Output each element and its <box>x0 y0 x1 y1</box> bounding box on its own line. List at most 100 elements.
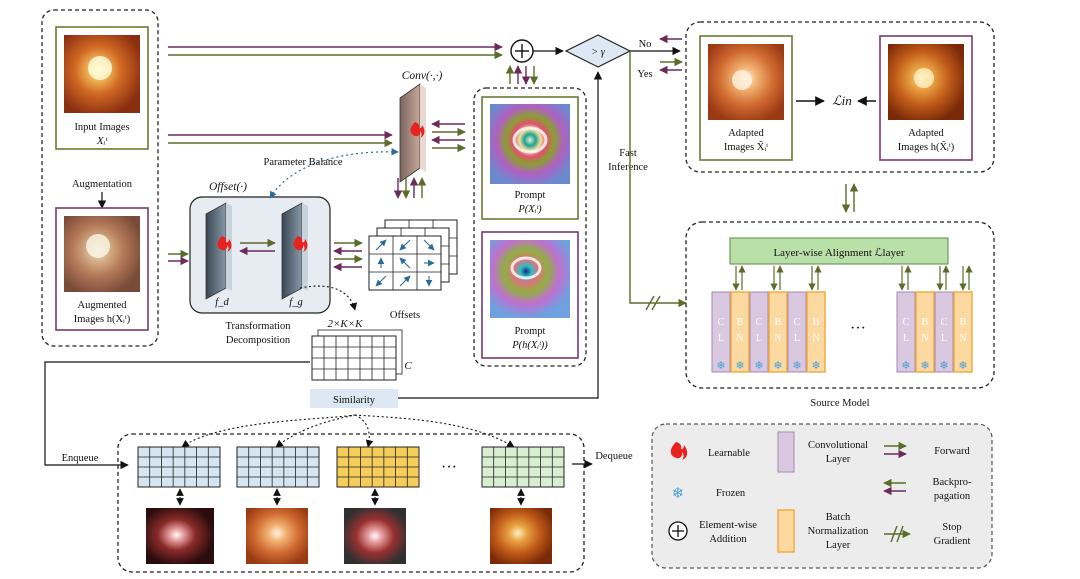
legend-stop-1: Stop <box>942 522 961 533</box>
gamma-label: > γ <box>591 47 606 58</box>
frozen-legend-icon: ❄ <box>672 484 685 502</box>
layer-letter: C <box>718 317 725 328</box>
adapted-panel: Adapted Images X̃ᵢᵗ Adapted Images h(X̃ᵢ… <box>685 21 995 173</box>
layer-alignment-label: Layer-wise Alignment ℒlayer <box>773 247 904 259</box>
transformation-caption-2: Decomposition <box>226 335 291 346</box>
frozen-icon: ❄ <box>754 359 763 372</box>
queue-grid <box>236 446 320 488</box>
offset-label: Offset(·) <box>209 181 247 193</box>
layer-letter: L <box>903 333 909 344</box>
enqueue-label: Enqueue <box>62 453 99 464</box>
frozen-icon: ❄ <box>716 359 725 372</box>
augmentation-label: Augmentation <box>72 179 133 190</box>
bn-layer: BN ❄ <box>768 291 788 373</box>
prompts-panel: Prompt P(Xᵢᵗ) Prompt P(h(Xᵢᵗ)) <box>473 87 587 367</box>
layer-letter: L <box>718 333 724 344</box>
queue-grid <box>137 446 221 488</box>
offsets-grids: Offsets <box>368 219 458 321</box>
prompt-2-label: Prompt <box>515 326 546 337</box>
queue-ellipsis: ··· <box>441 459 457 476</box>
conv-label: Conv(·,·) <box>402 70 443 82</box>
layer-letter: C <box>794 317 801 328</box>
layer-letter: N <box>812 333 819 344</box>
conv-layer: CL ❄ <box>749 291 769 373</box>
bn-layer-legend-swatch <box>777 509 795 553</box>
frozen-icon: ❄ <box>773 359 782 372</box>
legend-stop-2: Gradient <box>934 536 971 547</box>
legend-conv-1: Convolutional <box>808 440 868 451</box>
frozen-icon: ❄ <box>811 359 820 372</box>
fg-layer <box>281 202 303 300</box>
conv-layer: CL ❄ <box>711 291 731 373</box>
adapted-1-label-2: Images X̃ᵢᵗ <box>724 140 768 153</box>
transformation-caption-1: Transformation <box>226 321 292 332</box>
memory-queue: Enqueue ··· Dequeue <box>62 414 633 573</box>
conv-layer: CL❄ <box>934 291 954 373</box>
layer-letter: L <box>756 333 762 344</box>
queue-image-4 <box>490 508 552 564</box>
legend-learnable: Learnable <box>708 448 750 459</box>
layer-alignment-box <box>729 237 949 265</box>
fg-label: f_g <box>289 297 302 308</box>
layer-letter: N <box>736 333 743 344</box>
learnable-legend-icon <box>670 442 688 460</box>
input-images-label: Input Images <box>74 122 129 133</box>
adapted-2-label-2: Images h(X̃ᵢᵗ) <box>898 140 955 153</box>
queue-image-3 <box>344 508 406 564</box>
bn-layer: BN❄ <box>915 291 935 373</box>
frozen-icon: ❄ <box>958 359 967 372</box>
layer-letter: C <box>903 317 910 328</box>
queue-image-2 <box>246 508 308 564</box>
stop-gradient-legend-icon <box>884 525 911 543</box>
addition-legend-icon <box>668 521 688 541</box>
layer-letter: C <box>756 317 763 328</box>
legend-bn-2: Normalization <box>808 526 869 537</box>
parameter-balance-label: Parameter Balance <box>264 157 343 168</box>
dequeue-label: Dequeue <box>595 451 633 462</box>
layer-letter: B <box>737 317 744 328</box>
bn-layer: BN❄ <box>806 291 826 373</box>
frozen-icon: ❄ <box>735 359 744 372</box>
parameter-balance: Parameter Balance <box>264 148 399 199</box>
transformation-decomposition: Offset(·) f_d f_g Transformation Decompo… <box>189 181 331 346</box>
learnable-icon-fg <box>293 236 308 252</box>
fast-label: Fast <box>619 148 637 159</box>
queue-grid <box>336 446 420 488</box>
loss-in-label: ℒin <box>832 93 851 108</box>
c-label: C <box>404 360 412 372</box>
legend-backprop-2: pagation <box>934 491 971 502</box>
similarity-grid <box>311 329 403 381</box>
prompt-image-1 <box>490 104 570 184</box>
prompt-2-math: P(h(Xᵢᵗ)) <box>511 340 548 351</box>
layer-letter: N <box>959 333 966 344</box>
source-model-caption: Source Model <box>810 398 869 409</box>
fd-layer <box>205 202 227 300</box>
yes-label: Yes <box>637 69 652 80</box>
learnable-icon-fd <box>217 236 232 252</box>
source-model-panel: Layer-wise Alignment ℒlayer CL❄BN❄CL❄BN❄… <box>685 221 995 409</box>
offset-grid <box>368 235 442 291</box>
no-label: No <box>639 39 652 50</box>
augmented-images-label-2: Images h(Xᵢᵗ) <box>74 314 131 325</box>
adapted-2-label-1: Adapted <box>908 128 944 139</box>
conv-layer: CL❄ <box>787 291 807 373</box>
prompt-1-label: Prompt <box>515 190 546 201</box>
elementwise-addition-node <box>510 39 534 63</box>
bn-layer: BN ❄ <box>730 291 750 373</box>
layer-letter: N <box>774 333 781 344</box>
legend-elementwise-1: Element-wise <box>699 520 757 531</box>
threshold-decision: > γ No Yes Fast Inference <box>564 34 653 173</box>
inference-label: Inference <box>608 162 648 173</box>
conv-layer-legend-swatch <box>777 431 795 473</box>
layer-letter: B <box>775 317 782 328</box>
similarity-label: Similarity <box>333 395 376 406</box>
layer-letter: C <box>941 317 948 328</box>
frozen-icon: ❄ <box>901 359 910 372</box>
offsets-label: Offsets <box>390 310 420 321</box>
legend-bn-1: Batch <box>826 512 851 523</box>
legend-elementwise-2: Addition <box>709 534 747 545</box>
legend-forward: Forward <box>934 446 970 457</box>
input-images-math: Xᵢᵗ <box>96 135 108 147</box>
dims-label: 2×K×K <box>327 318 363 330</box>
